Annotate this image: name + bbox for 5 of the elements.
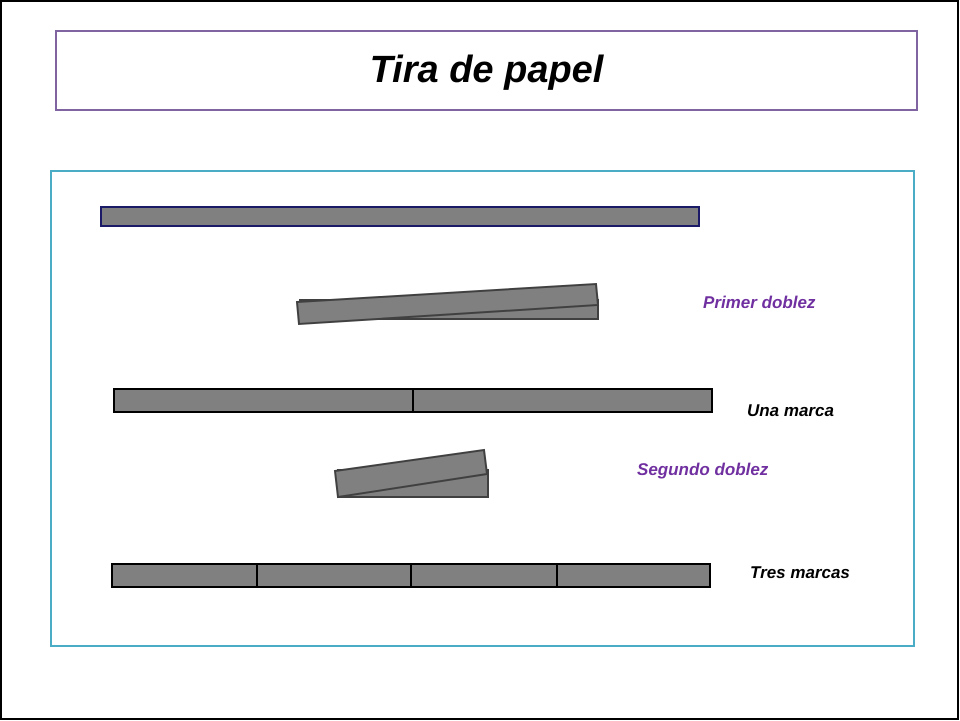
step-label: Tres marcas: [750, 563, 850, 583]
step-label: Primer doblez: [703, 293, 816, 313]
step-label: Segundo doblez: [637, 460, 768, 480]
step-label: Una marca: [747, 401, 834, 421]
title-banner: Tira de papel: [55, 30, 918, 111]
